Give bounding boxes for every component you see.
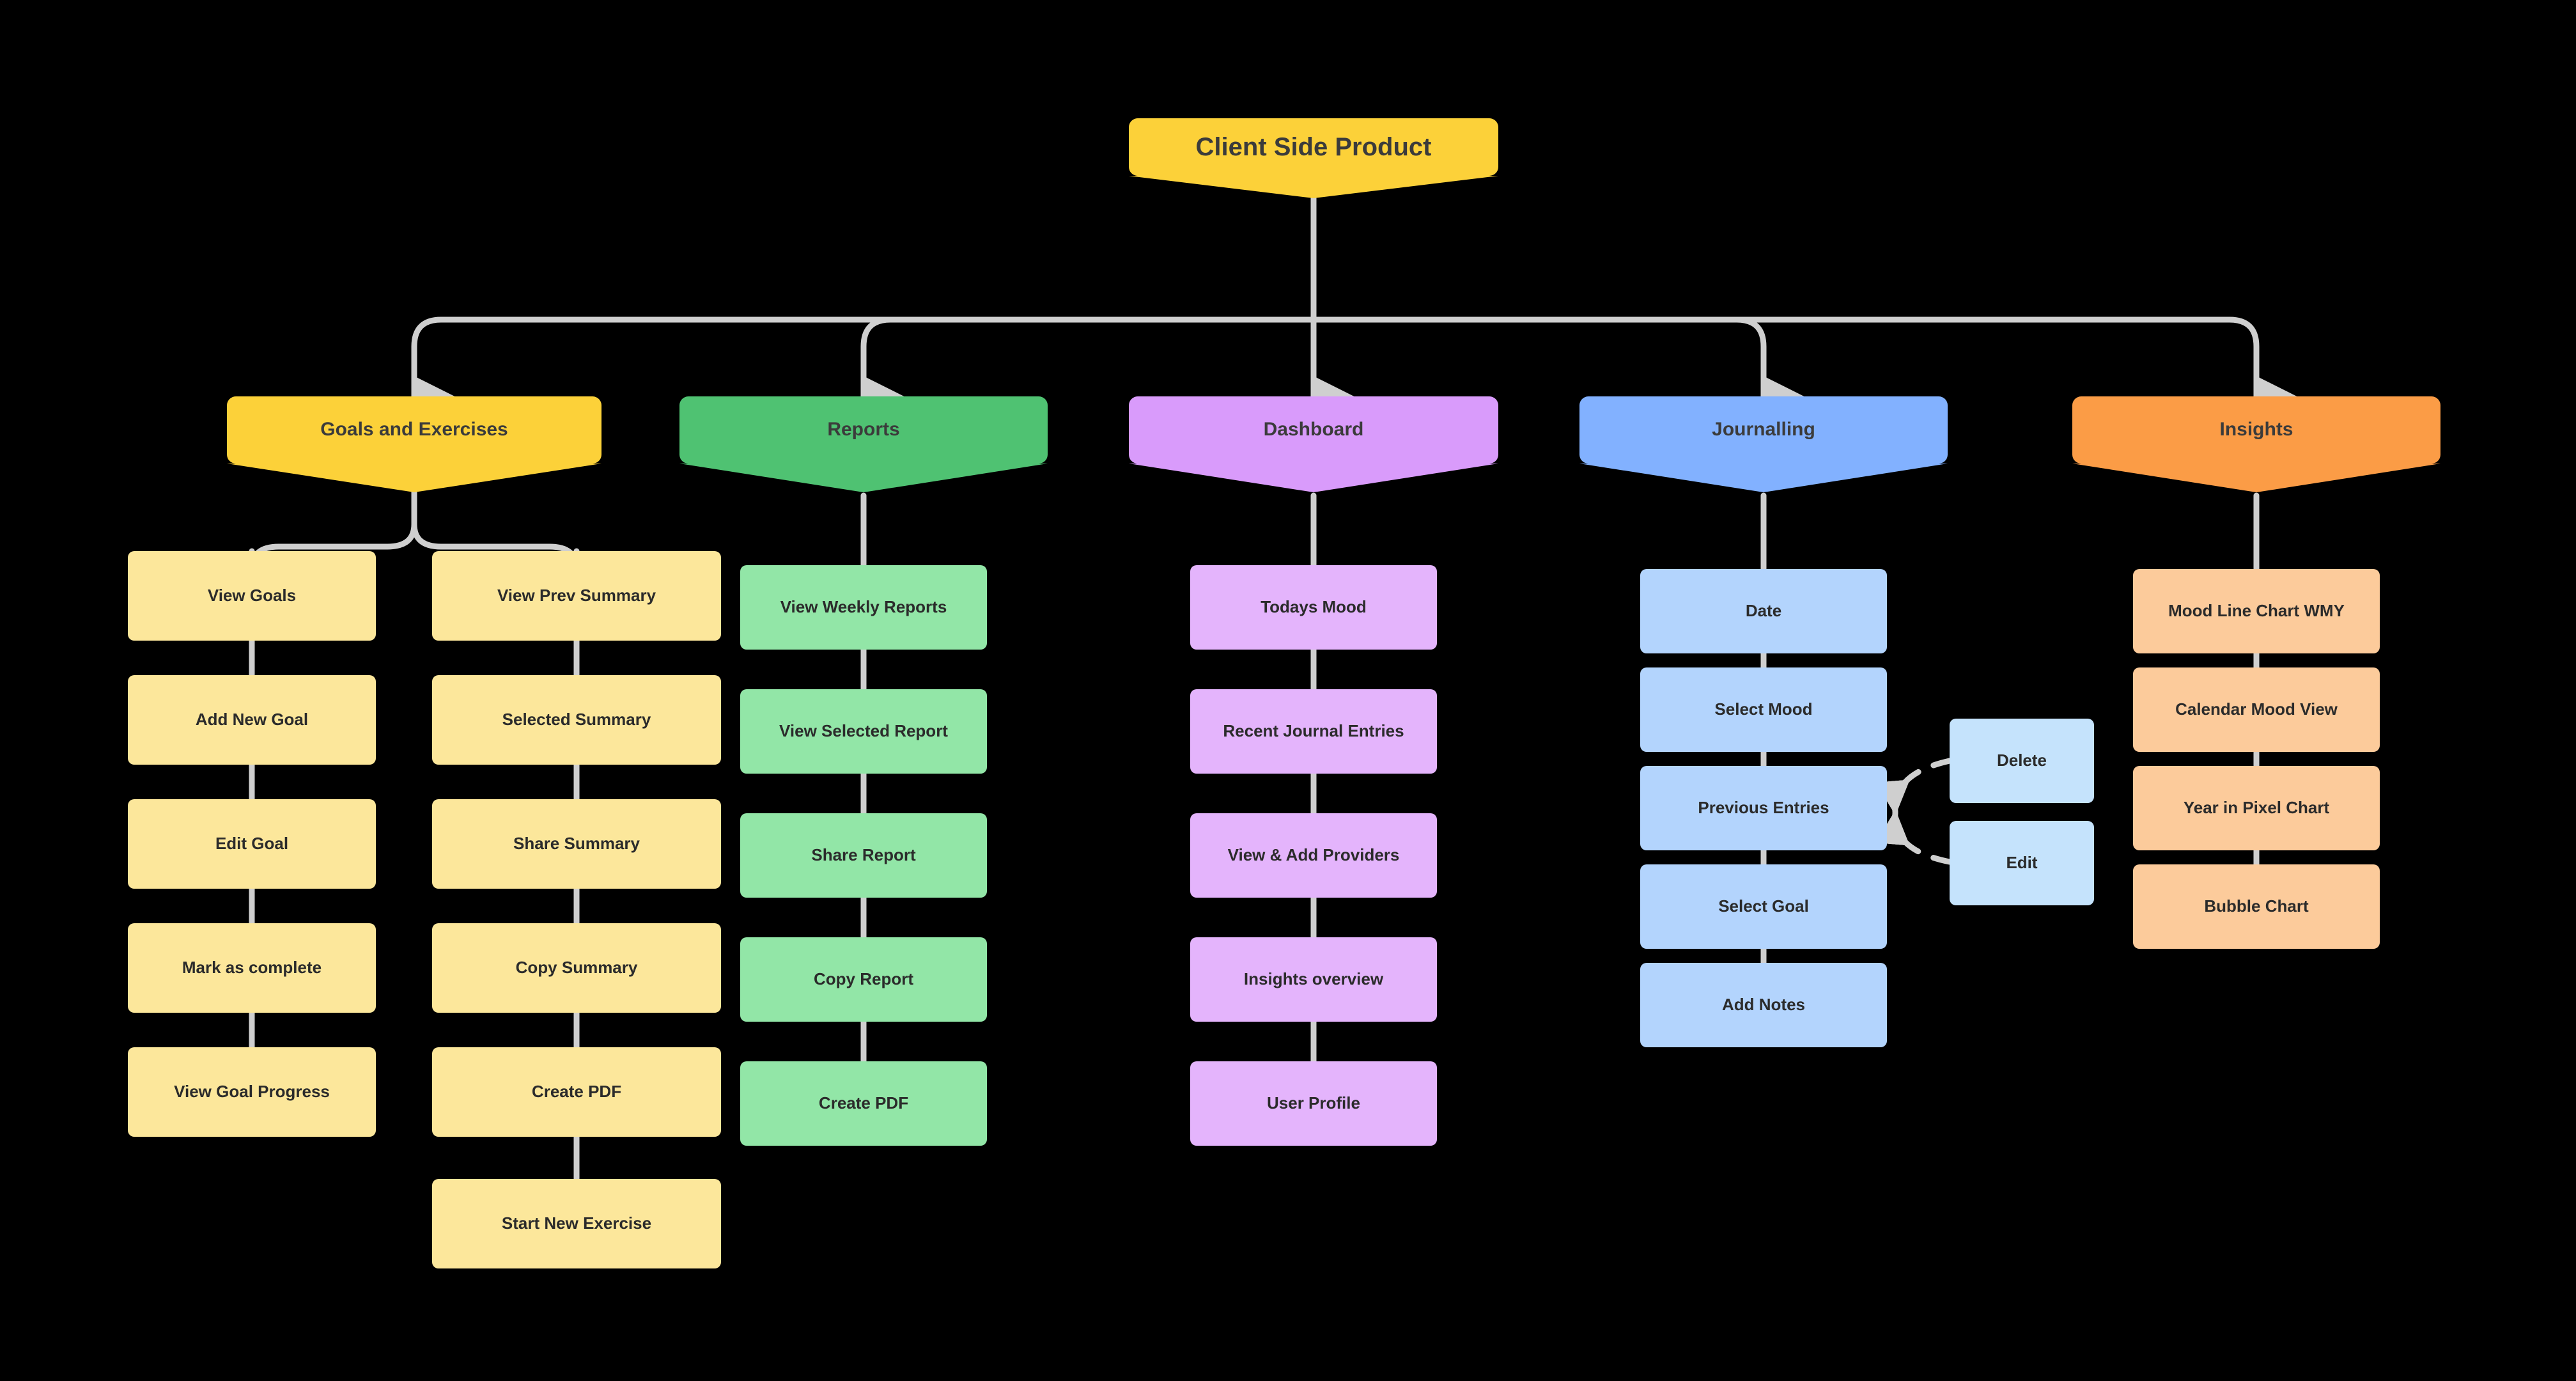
leaf-user-profile[interactable]: User Profile [1190,1061,1437,1146]
leaf-delete[interactable]: Delete [1950,719,2094,803]
branch-header-insights-body [2072,396,2440,464]
leaf-create-pdf-summary[interactable]: Create PDF [432,1047,721,1137]
leaf-label: Recent Journal Entries [1223,721,1404,741]
leaf-label: Mood Line Chart WMY [2168,601,2345,621]
leaf-label: User Profile [1267,1093,1360,1113]
leaf-selected-summary[interactable]: Selected Summary [432,675,721,765]
leaf-view-goals[interactable]: View Goals [128,551,376,641]
branch-header-goals-notch [227,464,601,492]
branch-header-goals-label: Goals and Exercises [320,419,508,441]
leaf-select-goal[interactable]: Select Goal [1640,864,1887,949]
branch-header-insights-label: Insights [2219,419,2293,441]
leaf-label: Select Goal [1718,896,1809,916]
branch-header-reports[interactable]: Reports [679,396,1048,492]
leaf-todays-mood[interactable]: Todays Mood [1190,565,1437,650]
leaf-view-prev-summary[interactable]: View Prev Summary [432,551,721,641]
branch-header-reports-notch [679,464,1048,492]
leaf-select-mood[interactable]: Select Mood [1640,667,1887,752]
leaf-view-add-providers[interactable]: View & Add Providers [1190,813,1437,898]
leaf-label: View Goal Progress [174,1082,330,1102]
leaf-label: Selected Summary [502,710,651,730]
branch-header-reports-body [679,396,1048,464]
leaf-label: Start New Exercise [501,1213,652,1233]
leaf-start-new-exercise[interactable]: Start New Exercise [432,1179,721,1268]
leaf-label: Bubble Chart [2204,896,2309,916]
leaf-label: Select Mood [1714,699,1813,719]
leaf-edit[interactable]: Edit [1950,821,2094,905]
leaf-label: View Goals [207,586,297,605]
leaf-label: Todays Mood [1261,597,1367,617]
leaf-label: Add Notes [1722,995,1805,1015]
leaf-label: View & Add Providers [1227,845,1400,865]
leaf-create-pdf-report[interactable]: Create PDF [740,1061,987,1146]
leaf-recent-journal-entries[interactable]: Recent Journal Entries [1190,689,1437,774]
leaf-label: Date [1745,601,1782,621]
leaf-copy-summary[interactable]: Copy Summary [432,923,721,1013]
leaf-label: Previous Entries [1698,798,1829,818]
root-node-notch [1129,176,1498,198]
leaf-view-goal-progress[interactable]: View Goal Progress [128,1047,376,1137]
branch-header-reports-label: Reports [827,419,900,441]
leaf-label: Copy Report [814,969,913,989]
leaf-label: Edit Goal [215,834,289,854]
leaf-view-selected-report[interactable]: View Selected Report [740,689,987,774]
leaf-label: Delete [1996,751,2047,770]
leaf-label: Create PDF [818,1093,909,1113]
leaf-label: Calendar Mood View [2175,699,2338,719]
leaf-label: Share Report [811,845,916,865]
leaf-label: Copy Summary [515,958,638,978]
leaf-insights-overview[interactable]: Insights overview [1190,937,1437,1022]
leaf-label: View Weekly Reports [780,597,947,617]
leaf-edit-goal[interactable]: Edit Goal [128,799,376,889]
leaf-label: Mark as complete [182,958,322,978]
leaf-previous-entries[interactable]: Previous Entries [1640,766,1887,850]
root-node[interactable]: Client Side Product [1129,118,1498,198]
leaf-label: View Selected Report [779,721,948,741]
leaf-view-weekly-reports[interactable]: View Weekly Reports [740,565,987,650]
branch-header-journalling-body [1579,396,1948,464]
leaf-copy-report[interactable]: Copy Report [740,937,987,1022]
leaf-label: Add New Goal [195,710,309,730]
leaf-label: Share Summary [513,834,640,854]
leaf-mood-line-chart-wmy[interactable]: Mood Line Chart WMY [2133,569,2380,653]
leaf-mark-as-complete[interactable]: Mark as complete [128,923,376,1013]
branch-header-goals-body [227,396,601,464]
branch-header-insights-notch [2072,464,2440,492]
leaf-add-new-goal[interactable]: Add New Goal [128,675,376,765]
branch-header-goals[interactable]: Goals and Exercises [227,396,601,492]
leaf-year-in-pixel-chart[interactable]: Year in Pixel Chart [2133,766,2380,850]
branch-header-dashboard-label: Dashboard [1263,419,1364,441]
leaf-label: View Prev Summary [497,586,656,605]
leaf-label: Edit [2006,853,2038,873]
leaf-add-notes[interactable]: Add Notes [1640,963,1887,1047]
leaf-label: Create PDF [531,1082,622,1102]
branch-header-insights[interactable]: Insights [2072,396,2440,492]
root-node-body [1129,118,1498,176]
branch-header-journalling-notch [1579,464,1948,492]
branch-header-dashboard-body [1129,396,1498,464]
branch-header-journalling[interactable]: Journalling [1579,396,1948,492]
branch-header-journalling-label: Journalling [1712,419,1815,441]
leaf-calendar-mood-view[interactable]: Calendar Mood View [2133,667,2380,752]
leaf-bubble-chart[interactable]: Bubble Chart [2133,864,2380,949]
leaf-label: Year in Pixel Chart [2183,798,2330,818]
leaf-label: Insights overview [1243,969,1384,989]
leaf-date[interactable]: Date [1640,569,1887,653]
root-node-label: Client Side Product [1195,133,1432,161]
leaf-share-report[interactable]: Share Report [740,813,987,898]
branch-header-dashboard[interactable]: Dashboard [1129,396,1498,492]
leaf-share-summary[interactable]: Share Summary [432,799,721,889]
branch-header-dashboard-notch [1129,464,1498,492]
